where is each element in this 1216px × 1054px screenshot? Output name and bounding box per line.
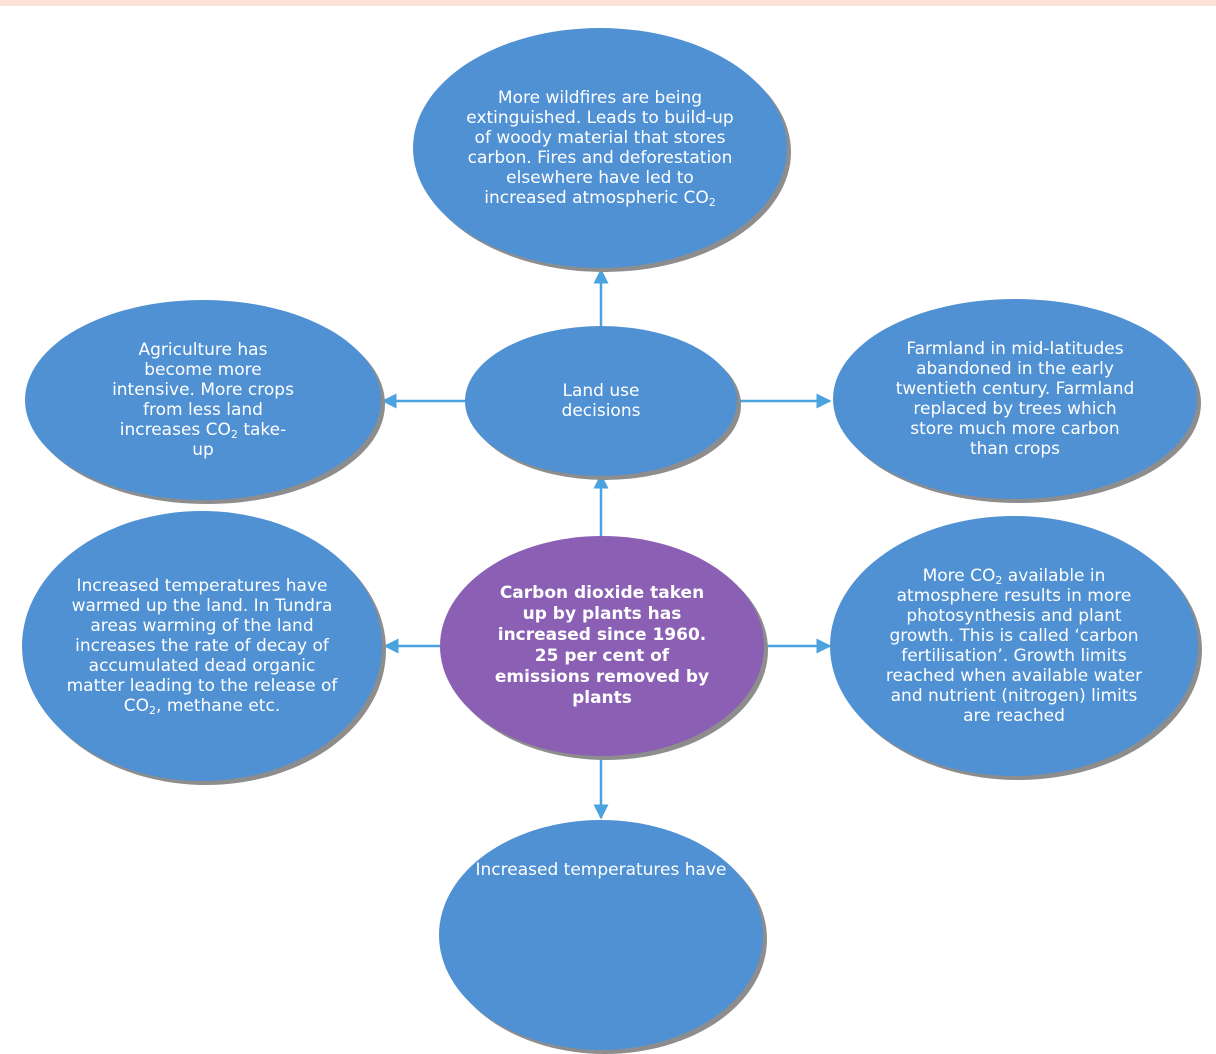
central-text: Carbon dioxide taken up by plants has in…	[494, 583, 710, 708]
carbon-fertilisation-text: More CO	[922, 566, 996, 586]
agriculture-text: Agriculture has become more intensive. M…	[112, 340, 294, 440]
farmland-text: Farmland in mid-latitudes abandoned in t…	[895, 339, 1135, 459]
carbon-fertilisation-node: More CO2 available in atmosphere results…	[830, 516, 1198, 776]
land-use-node: Land use decisions	[465, 326, 737, 476]
land-use-text: Land use decisions	[561, 381, 641, 421]
farmland-node: Farmland in mid-latitudes abandoned in t…	[833, 299, 1197, 499]
temperature-text: Increased temperatures have warmed up th…	[66, 576, 338, 716]
co2-subscript: 2	[230, 428, 238, 441]
bottom-text: Increased temperatures have	[475, 860, 727, 880]
connector-layer	[381, 268, 832, 820]
temperature-text-end: , methane etc.	[156, 696, 281, 716]
co2-subscript: 2	[995, 574, 1003, 587]
agriculture-node: Agriculture has become more intensive. M…	[25, 300, 381, 500]
wildfire-node: More wildfires are being extinguished. L…	[413, 28, 787, 268]
temperature-node: Increased temperatures have warmed up th…	[22, 511, 382, 781]
top-color-band	[0, 0, 1216, 6]
carbon-fertilisation-text-end: available in atmosphere results in more …	[885, 566, 1143, 726]
co2-subscript: 2	[149, 704, 157, 717]
co2-subscript: 2	[708, 196, 716, 209]
central-node: Carbon dioxide taken up by plants has in…	[440, 536, 764, 756]
agriculture-text-end: take-up	[192, 420, 287, 460]
bottom-node: Increased temperatures have	[439, 820, 763, 1050]
wildfire-text: More wildfires are being extinguished. L…	[466, 88, 734, 208]
